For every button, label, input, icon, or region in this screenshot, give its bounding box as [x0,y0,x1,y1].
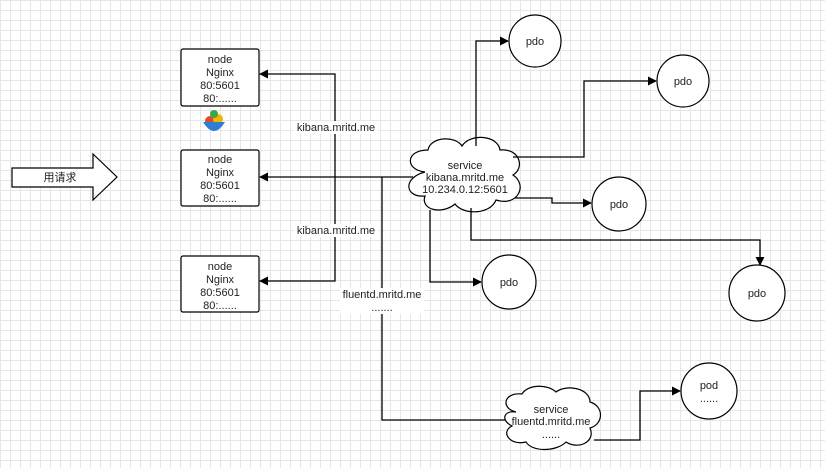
node-1-line-3: 80:5601 [200,80,240,92]
connector-to-pdo-3 [515,197,592,208]
node-2-line-2: Nginx [206,167,235,179]
kibana-service-cloud[interactable]: service kibana.mritd.me 10.234.0.12:5601 [408,136,521,213]
node-box-3[interactable]: node Nginx 80:5601 80:...... [180,255,260,313]
node-2-line-4: 80:...... [203,193,237,205]
fluentd-service-line-2: fluentd.mritd.me [512,416,591,428]
edge-label-kibana-bottom: kibana.mritd.me [297,225,375,237]
node-3-line-2: Nginx [206,274,235,286]
connector-fluentd-route [381,177,512,421]
edge-label-fluentd-dots: ....... [371,302,392,314]
pod-line-1: pod [700,380,718,392]
connector-to-node-1 [259,69,336,177]
pdo-2-label: pdo [674,76,692,88]
edge-label-fluentd: fluentd.mritd.me [343,289,422,301]
edge-label-kibana-top: kibana.mritd.me [297,122,375,134]
node-3-line-4: 80:...... [203,300,237,312]
pdo-5-label: pdo [500,277,518,289]
pdo-circle-2[interactable]: pdo [656,54,710,108]
node-3-line-3: 80:5601 [200,287,240,299]
node-1-line-2: Nginx [206,67,235,79]
kibana-service-line-2: kibana.mritd.me [426,172,504,184]
node-box-2[interactable]: node Nginx 80:5601 80:...... [180,149,260,207]
fluentd-service-cloud[interactable]: service fluentd.mritd.me ...... [504,385,602,451]
pdo-circle-1[interactable]: pdo [508,14,562,68]
connector-to-pdo-5 [429,210,482,287]
fluentd-service-line-3: ...... [542,429,560,441]
connector-to-pod [594,386,681,441]
node-1-line-4: 80:...... [203,93,237,105]
fluentd-service-line-1: service [534,404,569,416]
pdo-circle-5[interactable]: pdo [481,254,537,310]
kibana-service-line-1: service [448,160,483,172]
pod-line-2: ...... [700,393,718,405]
connector-to-pdo-1 [475,36,509,146]
connector-to-pdo-2 [513,76,657,158]
pdo-1-label: pdo [526,36,544,48]
node-box-1[interactable]: node Nginx 80:5601 80:...... [180,48,260,107]
connector-to-node-3 [259,177,336,286]
pdo-3-label: pdo [610,199,628,211]
pdo-circle-4[interactable]: pdo [728,264,786,322]
node-1-line-1: node [208,54,232,66]
colorful-bowl-icon [203,110,225,131]
user-request-arrow: 用请求 [11,152,118,202]
node-2-line-1: node [208,154,232,166]
node-3-line-1: node [208,261,232,273]
kibana-service-line-3: 10.234.0.12:5601 [422,184,508,196]
node-2-line-3: 80:5601 [200,180,240,192]
pod-circle[interactable]: pod ...... [680,362,738,420]
user-request-label: 用请求 [44,171,77,184]
pdo-4-label: pdo [748,288,766,300]
pdo-circle-3[interactable]: pdo [591,176,647,232]
connector-to-pdo-4 [470,208,765,266]
